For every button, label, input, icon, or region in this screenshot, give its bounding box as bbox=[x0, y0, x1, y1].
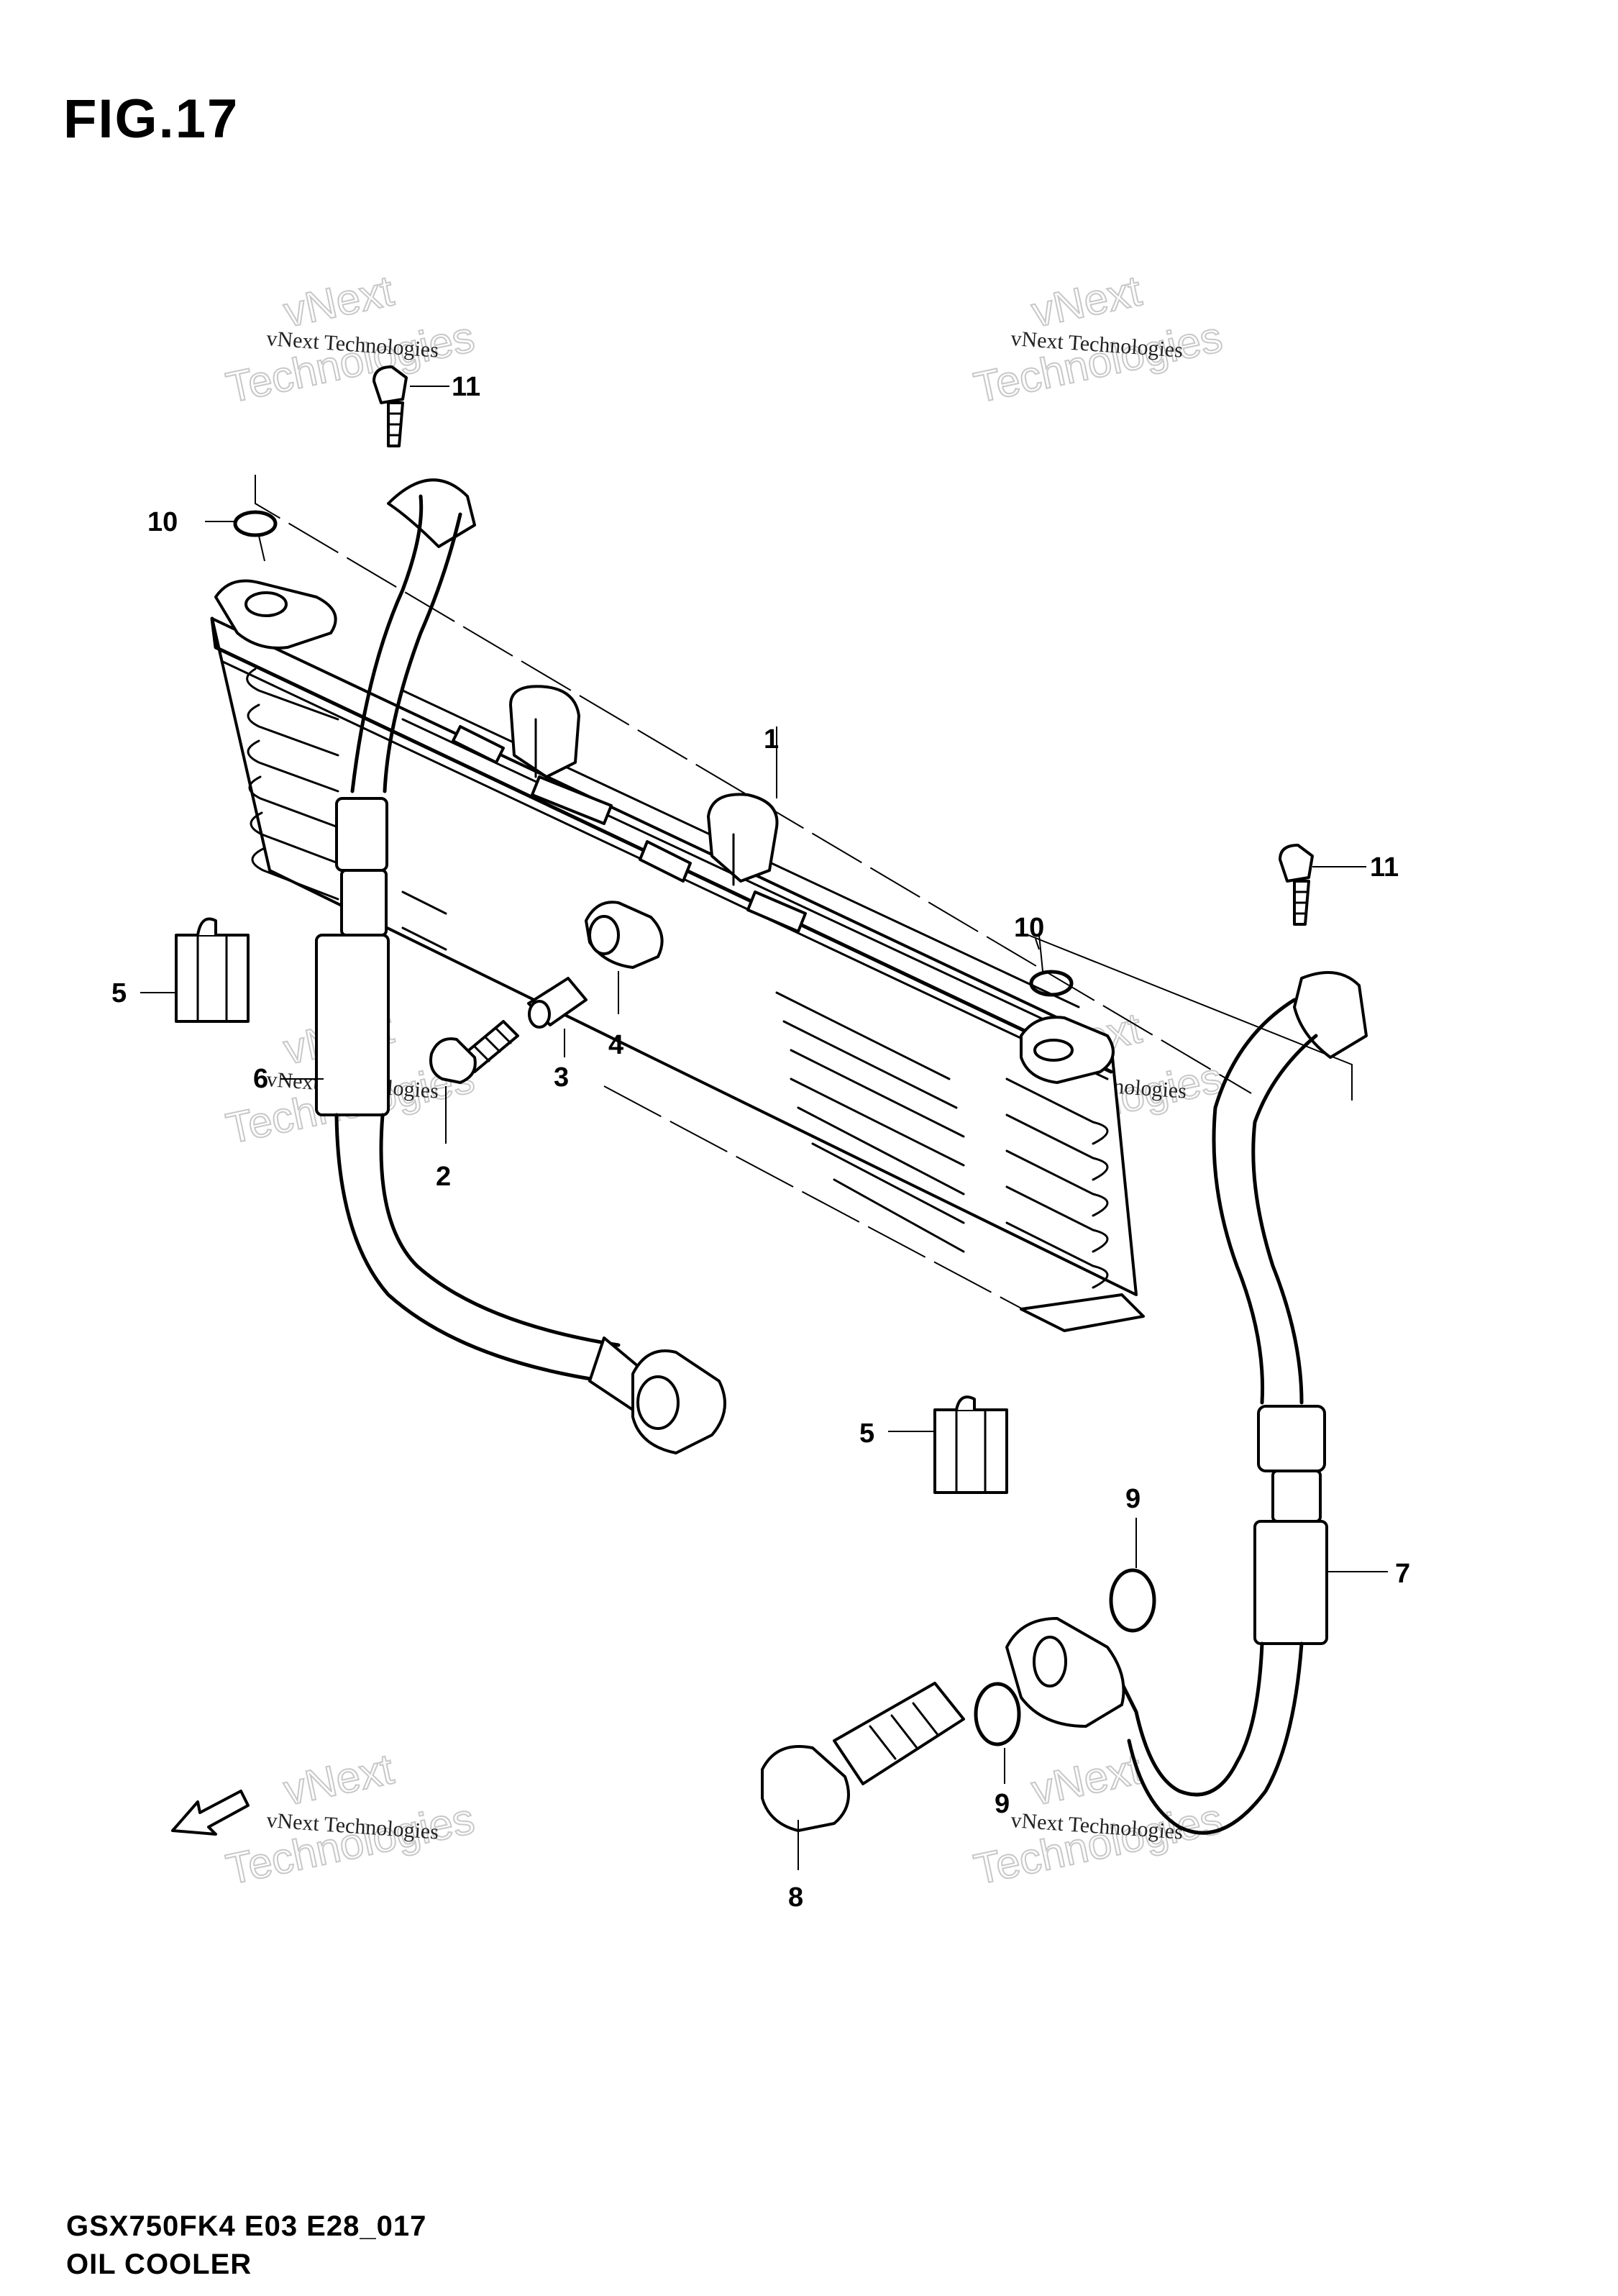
callout-labels: 1 2 3 4 5 5 6 7 8 9 9 10 10 11 11 bbox=[111, 372, 1410, 1913]
clamp-5-left bbox=[175, 917, 250, 1023]
union-bolt-8 bbox=[761, 1682, 965, 1832]
section-name: OIL COOLER bbox=[66, 2249, 252, 2280]
callout-5-left: 5 bbox=[111, 978, 127, 1008]
bolt-11-left bbox=[372, 365, 408, 447]
callout-6: 6 bbox=[253, 1064, 268, 1094]
callout-7: 7 bbox=[1395, 1559, 1410, 1589]
svg-text:Technologies: Technologies bbox=[970, 312, 1227, 411]
collar-3 bbox=[527, 977, 588, 1029]
callout-11-left: 11 bbox=[452, 372, 480, 402]
watermark-top-right: vNext Technologies vNext Technologies bbox=[969, 265, 1228, 412]
figure-title: FIG.17 bbox=[63, 88, 239, 150]
front-direction-arrow-icon bbox=[171, 1790, 250, 1836]
svg-text:Technologies: Technologies bbox=[222, 312, 479, 411]
cooler-outlet-fitting bbox=[1020, 1016, 1115, 1084]
callout-9-lower: 9 bbox=[995, 1789, 1010, 1819]
callout-9-upper: 9 bbox=[1125, 1484, 1141, 1514]
callout-3: 3 bbox=[554, 1062, 569, 1093]
callout-11-right: 11 bbox=[1370, 852, 1399, 883]
svg-text:Technologies: Technologies bbox=[222, 1794, 479, 1893]
oil-hose-left bbox=[315, 478, 726, 1454]
callout-2: 2 bbox=[436, 1162, 451, 1192]
svg-text:vNext: vNext bbox=[1028, 266, 1146, 336]
assembly-reference-lines bbox=[255, 475, 1353, 1324]
oil-hose-right bbox=[1005, 971, 1368, 1835]
cooler-face-lines bbox=[401, 890, 965, 1253]
cooler-fins-left bbox=[246, 668, 339, 901]
cooler-fins-right bbox=[1005, 1078, 1109, 1289]
bolt-2 bbox=[429, 1020, 519, 1084]
callout-5-right: 5 bbox=[859, 1418, 874, 1449]
callout-leaders bbox=[140, 386, 1388, 1870]
svg-text:vNext: vNext bbox=[280, 1744, 398, 1814]
callout-8: 8 bbox=[788, 1882, 803, 1913]
svg-text:vNext: vNext bbox=[1028, 1744, 1146, 1814]
model-code: GSX750FK4 E03 E28_017 bbox=[66, 2210, 427, 2242]
gasket-9-upper bbox=[1109, 1568, 1156, 1633]
callout-4: 4 bbox=[608, 1030, 623, 1060]
clamp-5-right bbox=[933, 1395, 1008, 1494]
o-ring-10-left bbox=[233, 510, 278, 537]
callout-1: 1 bbox=[764, 724, 779, 755]
callout-10-left: 10 bbox=[147, 507, 178, 537]
bolt-11-right bbox=[1279, 844, 1314, 926]
gasket-9-lower bbox=[974, 1682, 1021, 1746]
watermark-top-left: vNext Technologies vNext Technologies bbox=[221, 265, 480, 412]
o-ring-10-right bbox=[1029, 970, 1074, 997]
callout-10-right: 10 bbox=[1014, 913, 1044, 943]
svg-text:vNext: vNext bbox=[280, 266, 398, 336]
cooler-mount-brackets bbox=[452, 685, 807, 933]
cooler-inlet-fitting bbox=[214, 579, 337, 650]
grommet-4 bbox=[585, 901, 664, 969]
watermark-bottom-left: vNext Technologies vNext Technologies bbox=[221, 1744, 480, 1894]
